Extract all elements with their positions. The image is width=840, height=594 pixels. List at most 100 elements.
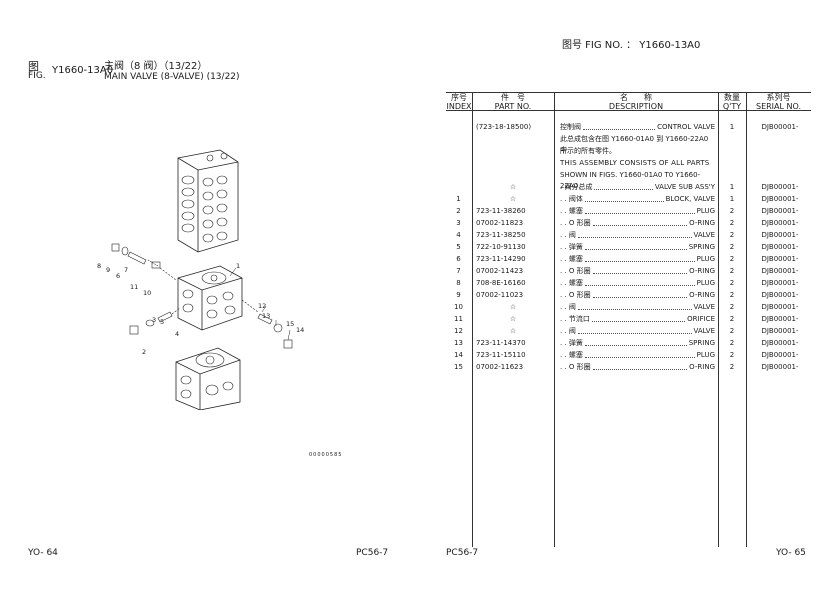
fig-label-cn: 图 <box>28 60 39 73</box>
row-part-no: 723-11-14290 <box>476 255 526 263</box>
assembly-serial: DJB00001- <box>761 123 799 131</box>
row-qty: 1 <box>729 183 735 191</box>
row-index: 9 <box>456 291 461 299</box>
row-index: 15 <box>454 363 463 371</box>
row-serial: DJB00001- <box>761 291 799 299</box>
row-qty: 2 <box>729 315 735 323</box>
row-part-no: ☆ <box>509 183 517 191</box>
row-part-no: 07002-11823 <box>476 219 524 227</box>
assembly-part-no: (723-18-18500) <box>476 123 532 131</box>
row-serial: DJB00001- <box>761 243 799 251</box>
row-part-no: 723-11-15110 <box>476 351 526 359</box>
row-index: 13 <box>454 339 463 347</box>
row-index: 2 <box>456 207 461 215</box>
assembly-note-line: 此总成包含在图 Y1660-01A0 到 Y1660-22A0 中 <box>560 135 709 154</box>
row-serial: DJB00001- <box>761 327 799 335</box>
assembly-qty: 1 <box>729 123 735 131</box>
row-part-no: 708-8E-16160 <box>476 279 526 287</box>
row-index: 11 <box>454 315 463 323</box>
row-qty: 2 <box>729 291 735 299</box>
row-qty: 2 <box>729 303 735 311</box>
callout-5: 5 <box>160 318 165 326</box>
fig-label-en: FIG. <box>28 71 46 81</box>
callout-12: 12 <box>258 302 267 310</box>
callout-8: 8 <box>97 262 102 270</box>
row-index: 6 <box>456 255 461 263</box>
row-part-no: ☆ <box>509 303 517 311</box>
row-serial: DJB00001- <box>761 219 799 227</box>
page-title-en: MAIN VALVE (8-VALVE) (13/22) <box>104 72 240 82</box>
row-serial: DJB00001- <box>761 339 799 347</box>
row-serial: DJB00001- <box>761 207 799 215</box>
row-qty: 2 <box>729 243 735 251</box>
row-qty: 2 <box>729 267 735 275</box>
row-index: 12 <box>454 327 463 335</box>
row-index: 4 <box>456 231 461 239</box>
row-part-no: ☆ <box>509 195 517 203</box>
row-qty: 2 <box>729 207 735 215</box>
row-part-no: 07002-11623 <box>476 363 524 371</box>
row-index: 3 <box>456 219 461 227</box>
row-part-no: ☆ <box>509 315 517 323</box>
row-serial: DJB00001- <box>761 195 799 203</box>
row-serial: DJB00001- <box>761 303 799 311</box>
row-part-no: 723-11-38250 <box>476 231 526 239</box>
row-part-no: 723-11-38260 <box>476 207 526 215</box>
footer-right-page-number: YO- 65 <box>776 548 806 558</box>
callout-1: 1 <box>236 262 241 270</box>
callout-7: 7 <box>124 266 129 274</box>
row-index: 8 <box>456 279 461 287</box>
callout-14: 14 <box>296 326 305 334</box>
row-index: 14 <box>454 351 463 359</box>
row-part-no: 07002-11023 <box>476 291 524 299</box>
row-index: 10 <box>454 303 463 311</box>
row-serial: DJB00001- <box>761 183 799 191</box>
assembly-note-line: 所示的所有零件。 <box>560 147 616 155</box>
exploded-valve-drawing <box>111 149 293 410</box>
row-qty: 2 <box>729 279 735 287</box>
footer-left-page-number: YO- 64 <box>28 548 58 558</box>
row-qty: 2 <box>729 363 735 371</box>
row-serial: DJB00001- <box>761 279 799 287</box>
row-serial: DJB00001- <box>761 231 799 239</box>
fig-number: Y1660-13A0 <box>52 65 114 76</box>
callout-11: 11 <box>130 283 139 291</box>
row-serial: DJB00001- <box>761 255 799 263</box>
callout-2: 2 <box>142 348 147 356</box>
footer-left-model: PC56-7 <box>356 548 389 558</box>
callout-6: 6 <box>116 272 121 280</box>
row-qty: 2 <box>729 255 735 263</box>
row-serial: DJB00001- <box>761 267 799 275</box>
row-part-no: 722-10-91130 <box>476 243 526 251</box>
figure-number-heading: 图号 FIG NO. ： Y1660-13A0 <box>562 40 701 51</box>
row-part-no: 723-11-14370 <box>476 339 526 347</box>
